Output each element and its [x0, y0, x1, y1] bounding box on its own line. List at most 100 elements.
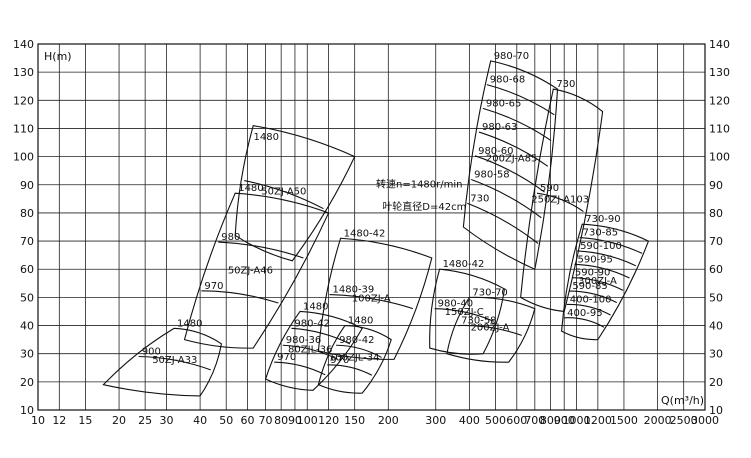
x-tick-label: 120 [318, 414, 339, 427]
speed-label: 590-85 [572, 281, 607, 292]
speed-band [474, 155, 545, 193]
y-tick-label-left: 90 [20, 179, 34, 192]
pump-model-label: 50ZJ-A46 [228, 265, 273, 276]
speed-label: 1480-42 [443, 259, 485, 270]
speed-band [579, 237, 643, 254]
speed-label: 1480 [254, 132, 279, 143]
x-tick-label: 400 [459, 414, 480, 427]
y-tick-label-left: 20 [20, 376, 34, 389]
y-axis-label: H(m) [44, 50, 72, 63]
speed-label: 980-36 [286, 335, 321, 346]
speed-label: 980-60 [478, 146, 513, 157]
speed-band [571, 277, 624, 291]
speed-label: 980-42 [339, 335, 374, 346]
pump-model-label: 150ZJ-C [445, 307, 484, 318]
y-tick-label-left: 40 [20, 320, 34, 333]
x-tick-label: 30 [159, 414, 173, 427]
grid [37, 43, 706, 411]
speed-label: 730 [556, 79, 575, 90]
y-tick-label-right: 90 [709, 179, 723, 192]
speed-label: 970 [277, 352, 296, 363]
speed-label: 730 [470, 193, 489, 204]
y-tick-label-right: 130 [709, 66, 730, 79]
speed-label: 900 [142, 347, 161, 358]
speed-label: 590-90 [575, 268, 610, 279]
pump-region-outline [102, 327, 223, 397]
speed-band [536, 192, 584, 212]
speed-label: 980-70 [494, 51, 529, 62]
x-tick-label: 1500 [610, 414, 638, 427]
pump-region: 730-90730-85590-100590-95590-90590-85400… [561, 214, 650, 341]
x-tick-label: 10 [31, 414, 45, 427]
speed-band [566, 303, 611, 316]
x-tick-label: 70 [259, 414, 273, 427]
y-tick-label-left: 80 [20, 207, 34, 220]
speed-label: 1480 [238, 183, 263, 194]
x-tick-label: 2500 [670, 414, 698, 427]
y-tick-label-right: 60 [709, 263, 723, 276]
speed-label: 1480 [348, 316, 373, 327]
speed-band [336, 344, 382, 358]
speed-band [138, 355, 211, 371]
pump-model-label: 200ZJ-A [471, 322, 510, 333]
pump-region-outline [520, 88, 604, 313]
speed-label: 400-95 [567, 308, 602, 319]
y-tick-label-left: 140 [13, 38, 34, 51]
speed-label: 980-58 [474, 170, 509, 181]
speed-band [291, 327, 351, 345]
pump-region-outline [462, 60, 559, 271]
x-tick-label: 700 [524, 414, 545, 427]
y-tick-label-right: 80 [709, 207, 723, 220]
speed-band [244, 180, 324, 210]
speed-label: 980-42 [294, 318, 329, 329]
speed-band [218, 241, 304, 259]
x-tick-label: 20 [112, 414, 126, 427]
x-tick-label: 60 [241, 414, 255, 427]
speed-band [201, 290, 279, 304]
y-tick-label-left: 100 [13, 151, 34, 164]
speed-label: 590-100 [580, 241, 622, 252]
x-tick-label: 2000 [644, 414, 672, 427]
speed-band [574, 263, 630, 279]
speed-label: 970 [204, 281, 223, 292]
x-tick-label: 600 [506, 414, 527, 427]
speed-band [482, 107, 552, 141]
x-tick-label: 40 [193, 414, 207, 427]
pump-region-outline [446, 296, 536, 363]
speed-label: 1480 [303, 301, 328, 312]
speed-band [329, 294, 414, 310]
y-tick-label-left: 30 [20, 348, 34, 361]
pump-region-outline [317, 237, 433, 360]
x-tick-label: 500 [485, 414, 506, 427]
x-tick-label: 80 [274, 414, 288, 427]
x-tick-label: 25 [138, 414, 152, 427]
x-tick-label: 50 [219, 414, 233, 427]
x-axis-label: Q(m³/h) [661, 394, 704, 407]
x-tick-label: 3000 [691, 414, 719, 427]
x-tick-label: 150 [344, 414, 365, 427]
speed-band [564, 317, 605, 328]
pump-region: 980-70980-68980-65980-63980-60980-587302… [462, 51, 559, 271]
speed-label: 980-65 [486, 98, 521, 109]
speed-band [478, 131, 549, 167]
speed-label: 980-63 [482, 122, 517, 133]
pump-region-outline [234, 125, 356, 262]
speed-band [569, 290, 618, 304]
x-tick-label: 1000 [563, 414, 591, 427]
y-tick-label-left: 130 [13, 66, 34, 79]
speed-label: 730-70 [472, 287, 507, 298]
speed-label: 1480 [177, 318, 202, 329]
y-tick-label-left: 70 [20, 235, 34, 248]
speed-label: 730-90 [585, 214, 620, 225]
speed-label: 980-68 [490, 75, 525, 86]
pump-regions: 148090050ZJ-A33148098097050ZJ-A46148050Z… [102, 51, 650, 397]
